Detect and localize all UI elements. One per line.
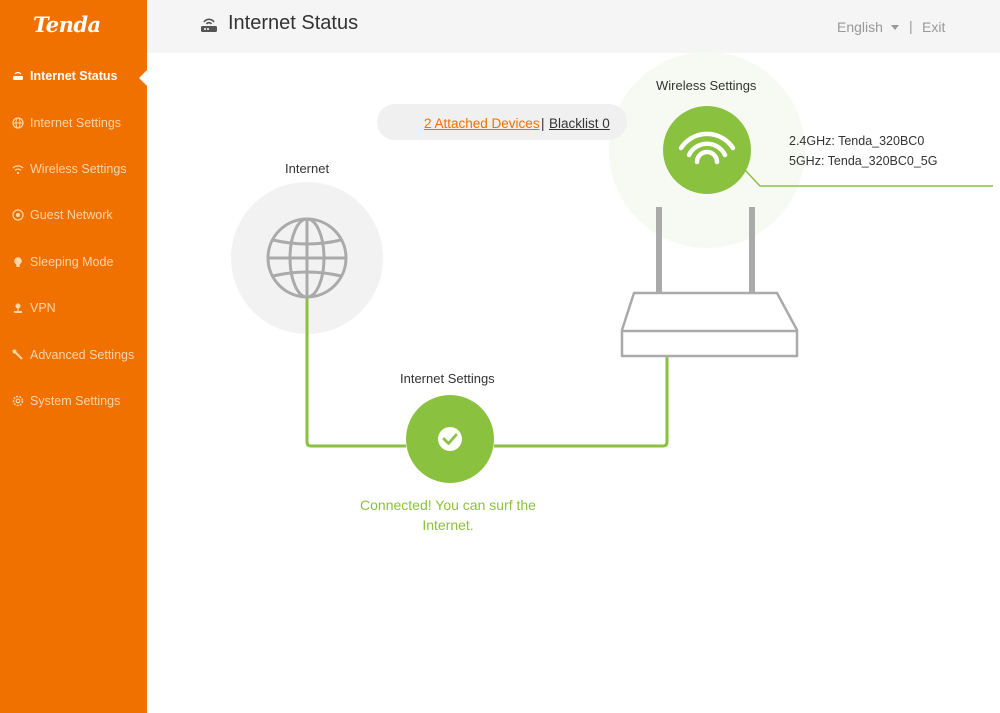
router-icon [201, 18, 217, 32]
sidebar-item-label: Advanced Settings [30, 348, 135, 362]
sidebar-item-internet-settings[interactable]: Internet Settings [0, 109, 147, 139]
sidebar-item-wireless-settings[interactable]: Wireless Settings [0, 155, 147, 185]
wifi-5ghz-ssid: 5GHz: Tenda_320BC0_5G [789, 154, 938, 168]
sidebar-item-label: Sleeping Mode [30, 255, 114, 269]
globe-icon [12, 117, 24, 129]
sidebar-item-guest-network[interactable]: Guest Network [0, 201, 147, 231]
header-separator: | [909, 18, 913, 34]
exit-link[interactable]: Exit [922, 19, 946, 35]
sidebar-item-label: Guest Network [30, 208, 113, 222]
sidebar-item-advanced-settings[interactable]: Advanced Settings [0, 341, 147, 371]
tools-icon [12, 349, 23, 360]
header-bar [147, 0, 1000, 53]
check-icon [438, 427, 462, 451]
devices-separator: | [541, 116, 545, 131]
router-connection-line [494, 357, 669, 448]
devices-summary-pill [377, 104, 627, 140]
page-title: Internet Status [228, 12, 359, 34]
router-device-icon [620, 207, 799, 358]
vpn-icon [14, 303, 22, 313]
sidebar-item-vpn[interactable]: VPN [0, 294, 147, 324]
router-icon [13, 72, 23, 80]
guest-icon [12, 209, 24, 221]
attached-devices-link[interactable]: 2 Attached Devices [424, 116, 540, 131]
globe-icon [266, 217, 348, 299]
wifi-icon [678, 131, 736, 165]
sidebar-item-label: VPN [30, 301, 56, 315]
sidebar-item-label: Internet Status [30, 69, 118, 83]
wireless-pointer-line [744, 169, 993, 187]
internet-label: Internet [285, 161, 330, 176]
gear-icon [12, 395, 24, 407]
active-item-pointer [139, 69, 148, 87]
tenda-logo: Tenda [33, 12, 101, 37]
connection-status-text: Connected! You can surf the Internet. [360, 497, 536, 533]
sidebar-item-label: Internet Settings [30, 116, 122, 130]
sidebar-item-label: System Settings [30, 394, 121, 408]
internet-connection-line [305, 298, 406, 448]
sidebar: Tenda Internet Status Internet Settings … [0, 0, 147, 713]
wifi-24ghz-ssid: 2.4GHz: Tenda_320BC0 [789, 134, 925, 148]
blacklist-link[interactable]: Blacklist 0 [549, 116, 610, 131]
sidebar-item-system-settings[interactable]: System Settings [0, 387, 147, 417]
wifi-icon [12, 165, 24, 175]
chevron-down-icon[interactable] [891, 25, 899, 30]
sidebar-item-internet-status[interactable]: Internet Status [0, 62, 147, 92]
sidebar-item-label: Wireless Settings [30, 162, 127, 176]
internet-settings-label: Internet Settings [400, 371, 495, 386]
language-select[interactable]: English [837, 19, 883, 35]
wireless-settings-label: Wireless Settings [656, 78, 757, 93]
sidebar-item-sleeping-mode[interactable]: Sleeping Mode [0, 248, 147, 278]
bulb-icon [14, 257, 22, 267]
